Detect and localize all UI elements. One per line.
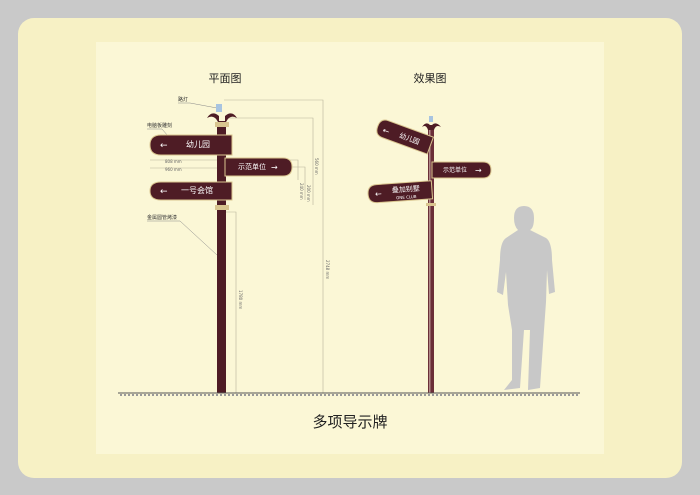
effect-sign-club: ← 叠加别墅 ONE CLUB	[367, 180, 434, 204]
label-lamp: 路灯	[178, 96, 188, 103]
finial-icon	[422, 123, 441, 130]
plan-sign-show-house	[224, 157, 293, 177]
dim-240: 240 mm	[299, 183, 304, 200]
person-silhouette	[497, 206, 555, 390]
label-pole: 金属圆管烤漆	[147, 214, 177, 221]
arrow-left-icon: ←	[160, 141, 168, 151]
effect-pole	[428, 130, 434, 393]
effect-sign-show-house	[431, 161, 492, 179]
plan-signpost: ← 幼儿园 示范单位 → ← 一号会馆	[149, 104, 293, 393]
sign-sublabel: ONE CLUB	[396, 194, 417, 200]
sign-label: 一号会馆	[181, 185, 213, 195]
sign-label: 叠加别墅	[392, 184, 421, 195]
dim-200: 200 mm	[306, 185, 311, 202]
sign-label: 示范单位	[238, 162, 266, 171]
sign-label: 示范单位	[443, 166, 467, 174]
finial-icon	[207, 113, 237, 122]
caption: 多项导示牌	[312, 413, 387, 431]
dim-1780: 1780 mm	[238, 290, 243, 309]
effect-title: 效果图	[414, 71, 447, 85]
plan-sign-kindergarten	[149, 134, 233, 156]
ground-line	[118, 392, 580, 396]
plan-title: 平面图	[209, 72, 242, 85]
plan-sign-club	[149, 181, 233, 201]
svg-text:←: ←	[375, 189, 383, 198]
arrow-left-icon: ←	[160, 187, 168, 197]
effect-sign-kindergarten: ← 幼儿园	[376, 119, 435, 155]
plan-pole	[217, 127, 226, 393]
effect-signpost: ← 幼儿园 示范单位 → ← 叠加别墅 ONE CLUB	[367, 116, 492, 393]
lamp-icon	[216, 104, 222, 112]
label-panel: 电脑板雕刻	[147, 122, 172, 129]
svg-text:←: ←	[381, 126, 391, 137]
dim-960: 960 mm	[165, 167, 182, 172]
dim-560: 560 mm	[314, 158, 319, 175]
sign-label: 幼儿园	[186, 139, 210, 149]
dimension-lines	[150, 99, 324, 393]
arrow-right-icon: →	[475, 166, 482, 175]
dim-2748: 2748 mm	[325, 260, 330, 279]
arrow-right-icon: →	[271, 163, 278, 172]
dim-808: 808 mm	[165, 159, 182, 164]
